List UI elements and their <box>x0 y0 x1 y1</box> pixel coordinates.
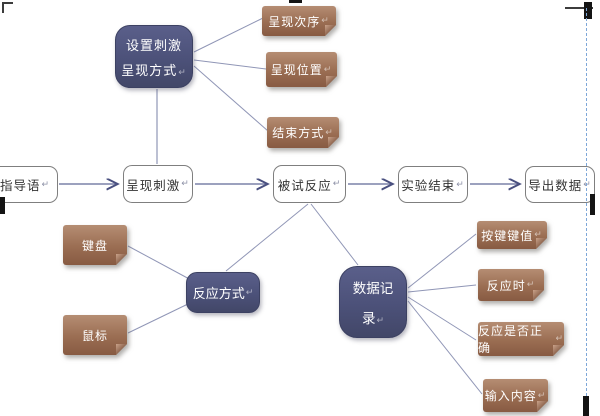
connector-setup-endmode <box>193 65 269 132</box>
paragraph-mark: ↵ <box>181 179 190 189</box>
paragraph-mark: ↵ <box>456 179 465 190</box>
node-data-record[interactable]: 数据记 录↵ <box>339 266 407 338</box>
node-key-value-label: 按键键值 <box>481 228 534 243</box>
connector-setup-position <box>193 59 267 70</box>
node-data-record-line2: 录 <box>361 311 376 327</box>
page-corner-bar-top-right <box>584 2 592 19</box>
node-data-record-line1: 数据记 <box>352 281 394 297</box>
paragraph-mark: ↵ <box>178 67 187 78</box>
paragraph-mark: ↵ <box>537 390 547 401</box>
connector-record-rt <box>407 284 477 293</box>
text-cursor-right <box>590 194 595 215</box>
paragraph-mark: ↵ <box>376 316 385 326</box>
node-export-data[interactable]: 导出数据↵ <box>525 166 595 203</box>
connector-response-mode <box>225 203 309 272</box>
node-export-data-label: 导出数据 <box>528 178 583 193</box>
paragraph-mark: ↵ <box>325 127 334 138</box>
paragraph-mark: ↵ <box>245 287 254 298</box>
page-corner-mark-top-left-v <box>2 2 4 13</box>
node-presentation-position[interactable]: 呈现位置↵ <box>266 52 337 87</box>
paragraph-mark: ↵ <box>323 64 333 75</box>
node-mouse-label: 鼠标 <box>81 328 108 343</box>
connector-keyboard-mode <box>127 245 194 282</box>
node-experiment-end[interactable]: 实验结束↵ <box>398 166 468 203</box>
paragraph-mark: ↵ <box>534 230 543 240</box>
page-corner-bar-bottom-right <box>583 396 589 416</box>
connector-mouse-mode <box>127 302 191 334</box>
node-response-mode[interactable]: 反应方式↵ <box>186 272 260 313</box>
paragraph-mark: ↵ <box>41 179 51 190</box>
connector-response-record <box>310 203 359 266</box>
node-subject-response[interactable]: 被试反应↵ <box>273 165 346 203</box>
page-margin-dashed-line <box>586 8 587 416</box>
node-present-stimulus[interactable]: 呈现刺激↵ <box>123 165 193 203</box>
node-keyboard[interactable]: 键盘 <box>63 225 127 265</box>
node-subject-response-label: 被试反应 <box>277 177 332 193</box>
node-reaction-time-label: 反应时 <box>486 278 526 293</box>
paragraph-mark: ↵ <box>526 280 536 290</box>
node-presentation-order[interactable]: 呈现次序↵ <box>262 6 336 36</box>
node-stimulus-setup-line1: 设置刺激 <box>125 38 182 54</box>
node-stimulus-setup-line2: 呈现方式 <box>121 63 178 79</box>
paragraph-mark: ↵ <box>332 179 342 189</box>
node-input-content-label: 输入内容 <box>484 389 537 403</box>
node-end-mode[interactable]: 结束方式↵ <box>267 117 339 148</box>
connector-setup-order <box>193 17 264 53</box>
node-experiment-end-label: 实验结束 <box>401 178 456 193</box>
node-mouse[interactable]: 鼠标 <box>63 315 127 355</box>
node-stimulus-setup[interactable]: 设置刺激 呈现方式↵ <box>115 25 193 88</box>
node-input-content[interactable]: 输入内容↵ <box>483 379 548 412</box>
node-keyboard-label: 键盘 <box>81 238 108 253</box>
connector-record-keyvalue <box>407 233 477 289</box>
connector-record-input <box>407 300 483 395</box>
node-response-mode-label: 反应方式 <box>192 287 245 302</box>
top-edge-mark <box>289 0 302 3</box>
node-instruction-label: 指导语 <box>0 178 41 193</box>
node-key-value[interactable]: 按键键值↵ <box>477 221 547 249</box>
page-corner-mark-top-left <box>2 2 13 4</box>
page-corner-mark-top-right <box>565 7 593 9</box>
node-present-stimulus-label: 呈现刺激 <box>126 177 181 193</box>
paragraph-mark: ↵ <box>583 179 592 190</box>
node-reaction-time[interactable]: 反应时↵ <box>478 269 544 301</box>
node-response-correct[interactable]: 反应是否正确 ↵ <box>478 322 564 356</box>
text-cursor-left <box>0 197 5 214</box>
node-end-mode-label: 结束方式 <box>272 126 325 140</box>
node-response-correct-label: 反应是否正确 <box>478 324 544 355</box>
paragraph-mark: ↵ <box>555 334 564 344</box>
paragraph-mark: ↵ <box>321 16 330 26</box>
node-instruction[interactable]: 指导语↵ <box>0 166 58 203</box>
node-presentation-order-label: 呈现次序 <box>268 14 321 29</box>
node-presentation-position-label: 呈现位置 <box>270 63 323 77</box>
connector-record-correct <box>407 296 477 341</box>
